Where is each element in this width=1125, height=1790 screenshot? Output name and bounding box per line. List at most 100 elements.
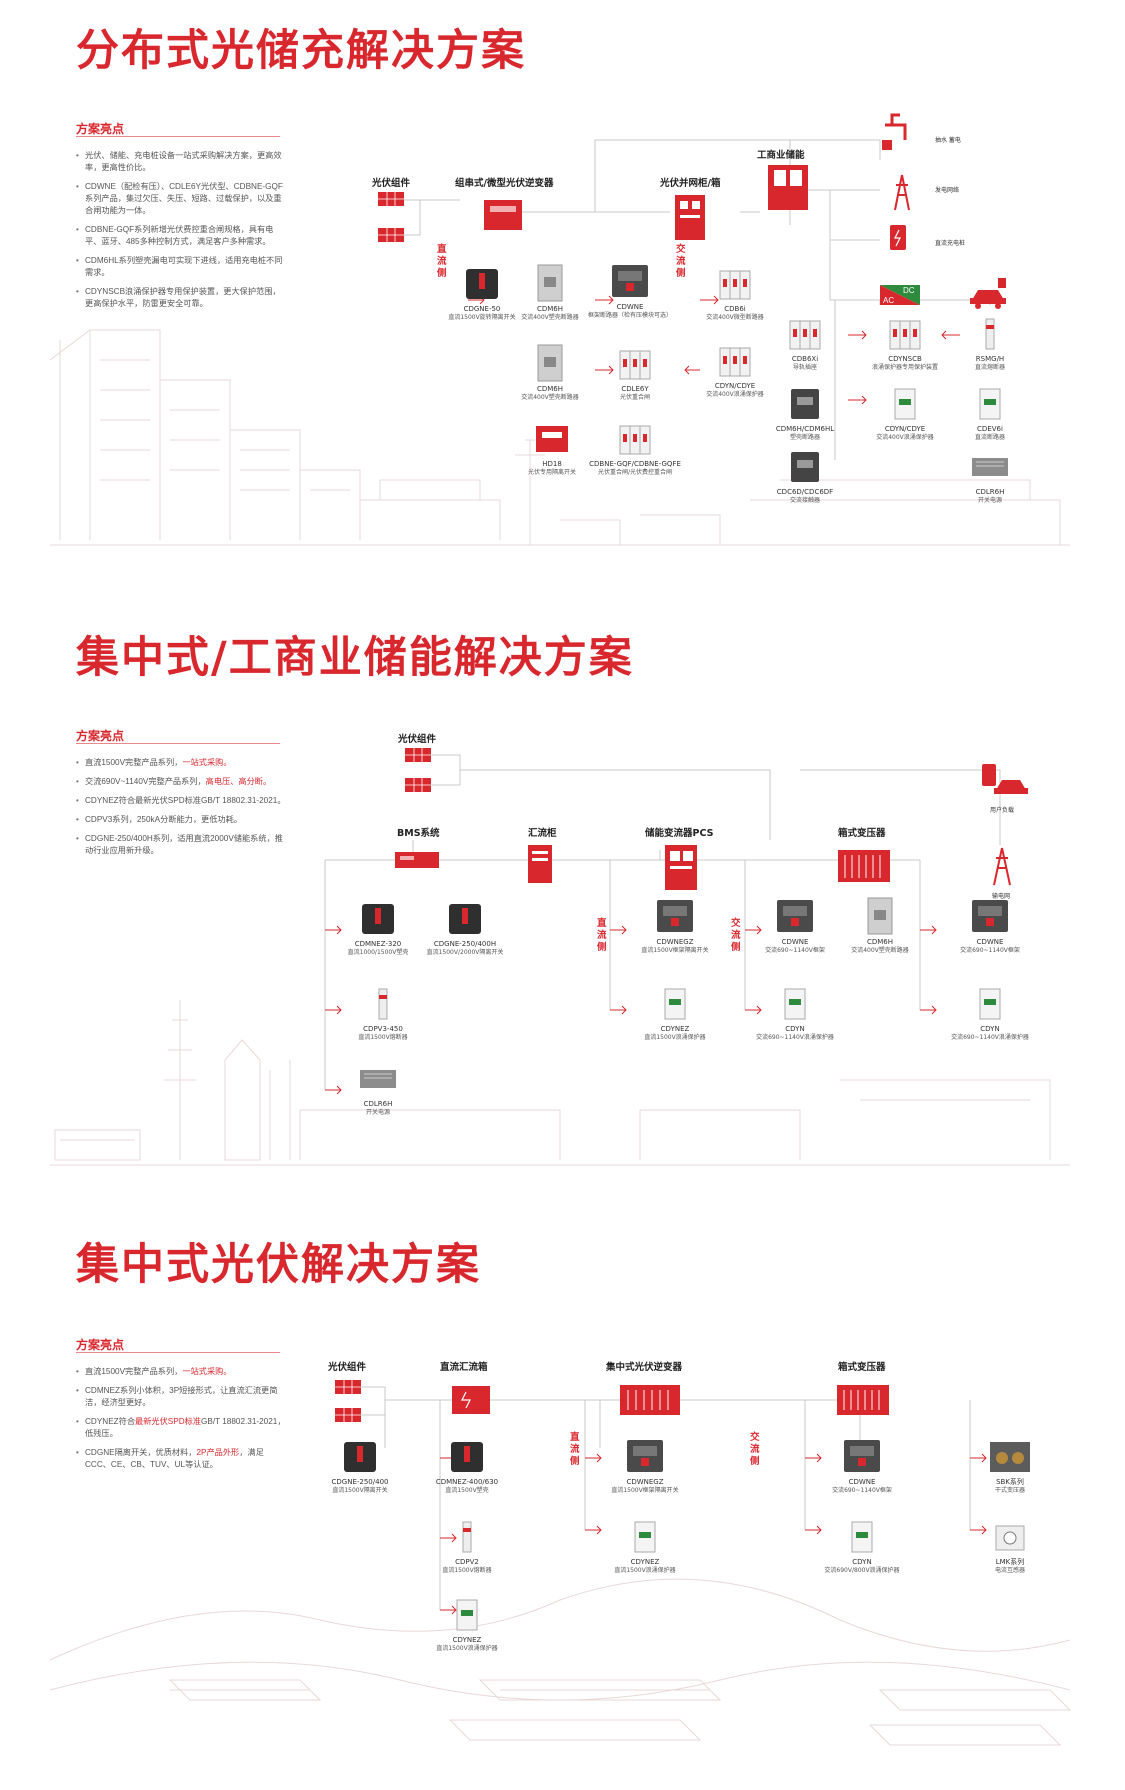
device-name: CDWNE	[782, 938, 809, 946]
device-name: CDYN/CDYE	[715, 382, 755, 390]
device-name: CDWNEGZ	[656, 938, 693, 946]
device-name: LMK系列	[996, 1557, 1025, 1566]
section3-highlights-title: 方案亮点	[76, 1338, 125, 1352]
section1-highlights-title: 方案亮点	[76, 122, 125, 136]
dc-side-label: 直 流 侧	[597, 917, 607, 953]
device-desc: 开关电源	[978, 496, 1002, 504]
transmission-tower-icon	[993, 847, 1011, 886]
ac-side-char: 流	[731, 929, 741, 941]
dc-side-char: 侧	[437, 267, 447, 279]
industrial-background	[50, 1000, 1070, 1166]
device-desc: 交流接触器	[790, 496, 820, 504]
ac-side-char: 交	[750, 1431, 760, 1443]
pv-panel-icon	[335, 1380, 361, 1422]
highlight-item: CDYNEZ符合最新光伏SPD标准GB/T 18802.31-2021。	[76, 795, 288, 807]
dc-side-label: 直 流 侧	[437, 243, 447, 279]
device-desc: 光伏重合闸	[620, 393, 650, 401]
device-desc: 交流400V浪涌保护器	[706, 390, 764, 398]
device-desc: 交流690~1140V框架	[832, 1486, 892, 1494]
device-desc: 交流690~1140V框架	[960, 946, 1020, 954]
ac-label: AC	[883, 296, 894, 305]
device-desc: 交流400V塑壳断路器	[521, 313, 579, 321]
device-name: CDM6H	[867, 938, 893, 946]
inverter-icon	[484, 200, 522, 230]
combiner-cabinet-icon	[528, 845, 552, 883]
section3-highlights: 直流1500V完整产品系列，一站式采购。 CDMNEZ系列小体积，3P短接形式，…	[76, 1366, 288, 1478]
ac-side-char: 侧	[750, 1455, 760, 1467]
device-name: CDMNEZ-400/630	[436, 1478, 498, 1486]
highlight-item: 直流1500V完整产品系列，一站式采购。	[76, 1366, 288, 1378]
highlight-item: CDYNSCB浪涌保护器专用保护装置，更大保护范围，更高保护水平，防雷更安全可靠…	[76, 286, 288, 310]
highlight-item: CDGNE隔离开关，优质材料，2P产品外形，满足CCC、CE、CB、TUV、UL…	[76, 1447, 288, 1471]
device-desc: 直流1500V熔断器	[358, 1033, 407, 1041]
section3-divider	[76, 1352, 280, 1353]
node-label-inverter: 集中式光伏逆变器	[605, 1361, 683, 1373]
device-desc: 交流400V塑壳断路器	[521, 393, 579, 401]
device-desc: 交流690~1140V浪涌保护器	[951, 1033, 1029, 1041]
label-charger: 直流充电桩	[935, 239, 965, 247]
device-name: CDMNEZ-320	[355, 940, 402, 948]
node-label-combiner: 汇流柜	[528, 827, 557, 839]
device-name: CDM6H/CDM6HL	[776, 425, 834, 433]
node-label-combiner: 直流汇流箱	[440, 1361, 488, 1373]
device-desc: 直流1500V/2000V隔离开关	[427, 948, 504, 956]
label-transmission-grid: 输电网	[992, 892, 1010, 900]
device-name: CDWNE	[617, 303, 644, 311]
ac-side-char: 侧	[676, 267, 686, 279]
device-name: SBK系列	[996, 1477, 1024, 1486]
highlight-item: CDYNEZ符合最新光伏SPD标准GB/T 18802.31-2021，低残压。	[76, 1416, 288, 1440]
device-desc: 直流熔断器	[975, 363, 1005, 371]
node-label-pcs: 储能变流器PCS	[645, 827, 714, 839]
pump-storage-icon	[882, 113, 907, 150]
section2-divider	[76, 743, 280, 744]
highlight-item: 交流690V~1140V完整产品系列，高电压、高分断。	[76, 776, 288, 788]
dc-side-char: 直	[437, 243, 447, 255]
device-name: CDEV6i	[977, 425, 1003, 433]
section1-diagram: 光伏组件 组串式/微型光伏逆变器 光伏并网柜/箱 工商业储能 抽水 蓄电 发电网…	[49, 113, 1070, 546]
device-name: CDLR6H	[364, 1100, 393, 1108]
node-label-transformer: 箱式变压器	[837, 1361, 886, 1373]
device-name: CDPV3-450	[363, 1025, 403, 1033]
highlight-item: CDGNE-250/400H系列，适用直流2000V储能系统，推动行业应用新升级…	[76, 833, 288, 857]
city-background	[49, 329, 1070, 546]
device-name: HD18	[542, 460, 562, 468]
device-desc: 直流断路器	[975, 433, 1005, 441]
highlight-item: CDWNE（配检有压）、CDLE6Y光伏型、CDBNE-GQF系列产品，集过欠压…	[76, 181, 288, 217]
device-desc: 交流400V微型断路器	[706, 313, 764, 321]
user-load-icon	[982, 764, 1028, 794]
device-name: CDGNE-250/400H	[434, 940, 496, 948]
device-name: CDB6i	[724, 305, 746, 313]
device-desc: 直流1500V塑壳	[445, 1486, 488, 1494]
ac-side-char: 流	[750, 1443, 760, 1455]
device-name: CDPV2	[455, 1558, 479, 1566]
device-name: CDWNE	[849, 1478, 876, 1486]
red-arrows	[440, 1453, 987, 1615]
section3-devices: CDGNE-250/400直流1500V隔离开关CDMNEZ-400/630直流…	[332, 1440, 1030, 1652]
dc-side-char: 直	[597, 917, 607, 929]
device-desc: 直流1000/1500V塑壳	[348, 948, 409, 956]
section1-highlights: 光伏、储能、充电桩设备一站式采购解决方案，更高效率，更高性价比。 CDWNE（配…	[76, 150, 288, 317]
device-desc: 塑壳断路器	[790, 433, 820, 441]
highlight-item: CDMNEZ系列小体积，3P短接形式，让直流汇流更简洁，经济型更好。	[76, 1385, 288, 1409]
highlight-item: 光伏、储能、充电桩设备一站式采购解决方案，更高效率，更高性价比。	[76, 150, 288, 174]
section2-highlights-title: 方案亮点	[76, 729, 125, 743]
device-desc: 直流1500V浪涌保护器	[644, 1033, 705, 1041]
